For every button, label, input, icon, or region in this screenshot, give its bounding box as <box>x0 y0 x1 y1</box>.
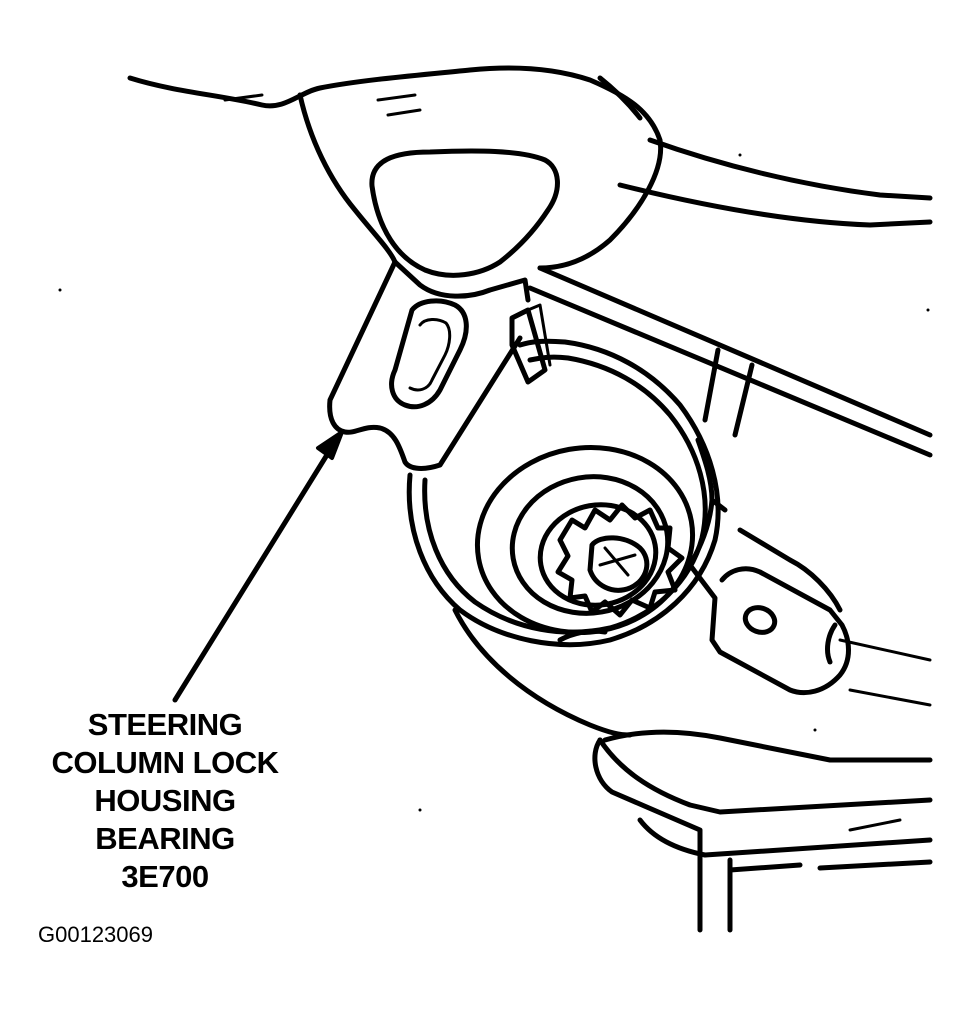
lock-housing-bearing <box>406 338 721 738</box>
scan-speckles <box>58 153 930 812</box>
bearing-retaining-clip <box>327 259 552 471</box>
callout-leader-arrow <box>172 430 344 703</box>
callout-line-5: 3E700 <box>121 859 209 894</box>
mounting-bracket-tab <box>687 437 851 696</box>
housing-shell-lower <box>592 638 933 933</box>
callout-line-3: HOUSING <box>94 783 236 818</box>
callout-line-2: COLUMN LOCK <box>51 745 279 780</box>
housing-shell-upper <box>527 137 933 458</box>
callout-line-4: BEARING <box>95 821 235 856</box>
figure-id-label: G00123069 <box>38 922 153 947</box>
finger-illustration <box>127 65 664 278</box>
component-callout-label: STEERING COLUMN LOCK HOUSING BEARING 3E7… <box>20 706 310 896</box>
callout-line-1: STEERING <box>87 707 243 742</box>
